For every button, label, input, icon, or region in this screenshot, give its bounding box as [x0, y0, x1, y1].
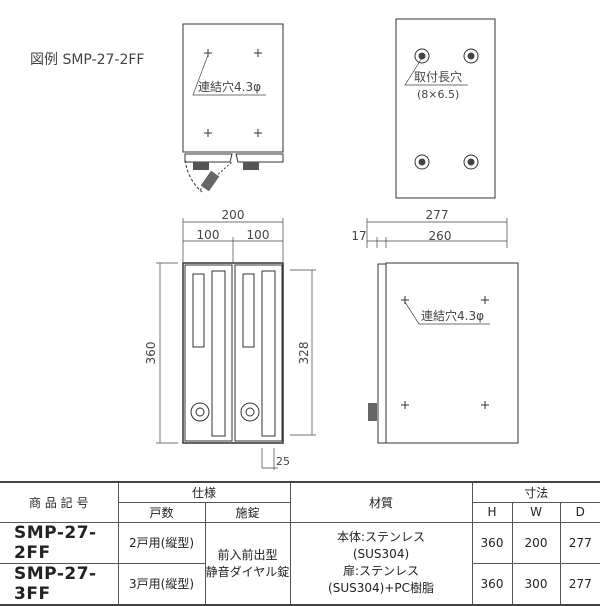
table-row: SMP-27-3FF 3戸用(縦型) 360 300 277	[0, 562, 600, 605]
units-cell: 3戸用(縦型)	[117, 562, 205, 605]
screw-icons	[414, 48, 479, 170]
dial-icon	[243, 162, 259, 170]
dim-gap: 25	[276, 455, 290, 468]
top-hole-label: 連結穴4.3φ	[198, 79, 261, 94]
lock-cell: 前入前出型静音ダイヤル錠	[204, 521, 290, 605]
header-material: 材質	[289, 481, 472, 522]
units-cell: 2戸用(縦型)	[117, 521, 205, 563]
model-cell: SMP-27-3FF	[0, 562, 118, 605]
dial-lock-icon	[190, 402, 210, 422]
w-cell: 300	[511, 562, 560, 605]
dial-lock-icon	[240, 402, 260, 422]
side-view: 277 17 260 連結穴4.3φ	[351, 208, 519, 444]
top-view: 連結穴4.3φ	[182, 23, 284, 193]
technical-drawing: 図例 SMP-27-2FF 連結穴4.3φ 取付長穴 (8×6.5) 200 1…	[30, 18, 519, 470]
dim-door-height: 328	[297, 342, 311, 365]
material-line: 本体:ステンレス	[336, 530, 426, 544]
back-view: 取付長穴 (8×6.5)	[395, 18, 496, 199]
header-lock: 施錠	[204, 501, 290, 522]
side-hole-label: 連結穴4.3φ	[421, 308, 484, 323]
front-view: 200 100 100 360 328 25	[144, 208, 316, 470]
dim-height: 360	[144, 342, 158, 365]
dim-door-depth: 17	[351, 229, 366, 243]
header-d: D	[559, 501, 600, 522]
d-cell: 277	[559, 521, 600, 563]
w-cell: 200	[511, 521, 560, 563]
dim-body-depth: 260	[429, 229, 452, 243]
spec-table: 商 品 記 号 仕様 材質 寸法 戸数 施錠 H W D SMP-27-2FF …	[0, 481, 600, 606]
material-line: 扉:ステンレス	[342, 564, 420, 578]
table-row: SMP-27-2FF 2戸用(縦型) 前入前出型静音ダイヤル錠 本体:ステンレス…	[0, 521, 600, 605]
d-cell: 277	[559, 562, 600, 605]
material-line: (SUS304)	[352, 547, 410, 561]
lock-line: 前入前出型	[217, 548, 278, 562]
material-cell: 本体:ステンレス (SUS304) 扉:ステンレス (SUS304)+PC樹脂	[289, 521, 472, 605]
slot-label: 取付長穴	[414, 69, 462, 84]
dial-icon	[193, 162, 209, 170]
header-spec: 仕様	[117, 481, 290, 502]
dim-width-total: 200	[222, 208, 245, 222]
header-model: 商 品 記 号	[0, 481, 118, 522]
dim-width-left: 100	[197, 228, 220, 242]
model-cell: SMP-27-2FF	[0, 521, 118, 563]
header-h: H	[471, 501, 512, 522]
dial-knob-icon	[368, 403, 377, 421]
header-w: W	[511, 501, 560, 522]
material-line: (SUS304)+PC樹脂	[328, 581, 434, 595]
h-cell: 360	[471, 562, 512, 605]
dim-depth-total: 277	[426, 208, 449, 222]
lock-line: 静音ダイヤル錠	[205, 565, 290, 579]
header-dims: 寸法	[471, 481, 600, 502]
header-units: 戸数	[117, 501, 205, 522]
dim-width-right: 100	[247, 228, 270, 242]
legend-label: 図例 SMP-27-2FF	[30, 52, 144, 68]
h-cell: 360	[471, 521, 512, 563]
slot-size: (8×6.5)	[417, 88, 459, 101]
cross-marks	[204, 49, 262, 137]
